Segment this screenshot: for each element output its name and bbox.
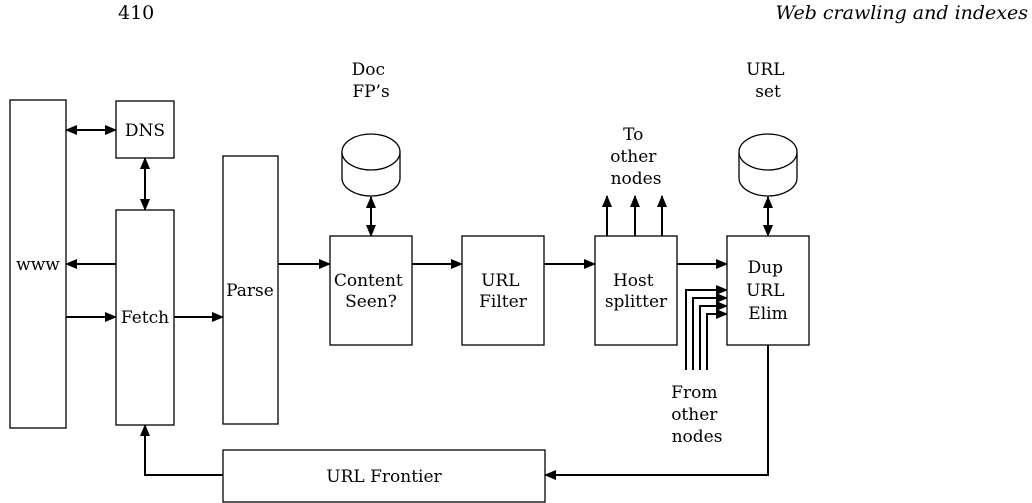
annotation-to-other-nodes: To other nodes: [610, 125, 662, 189]
node-fetch: Fetch: [115, 209, 175, 426]
svg-text:Doc FP’s: Doc FP’s: [352, 60, 391, 102]
node-dup-url-elim: Dup URL Elim: [726, 235, 810, 346]
node-dns: DNS: [115, 100, 175, 159]
annotation-from-other-nodes: From other nodes: [671, 383, 723, 447]
node-host-splitter-line-1: Host: [613, 271, 654, 291]
connectors: [65, 125, 773, 480]
node-content-seen-line-1: Content: [334, 271, 403, 291]
edge-from-other-nodes-4: [706, 309, 728, 370]
node-dup-url-elim-line-1: Dup: [748, 258, 784, 278]
edge-dup-elim-to-frontier: [544, 345, 769, 480]
annotation-to-other-nodes-line-2: other: [610, 147, 657, 167]
node-url-filter-line-2: Filter: [479, 292, 528, 312]
edge-from-other-nodes-3: [699, 301, 728, 370]
node-content-seen-line-2: Seen?: [345, 292, 397, 312]
store-doc-fps-line-2: FP’s: [352, 82, 389, 102]
node-dup-url-elim-line-3: Elim: [748, 304, 787, 324]
store-doc-fps: Doc FP’s: [341, 60, 401, 197]
svg-text:URL Filter: URL Filter: [479, 271, 528, 312]
node-parse: Parse: [222, 155, 279, 425]
store-url-set: URL set: [738, 60, 798, 197]
node-fetch-label: Fetch: [121, 308, 169, 328]
page-number: 410: [118, 2, 155, 24]
node-url-filter-line-1: URL: [481, 271, 519, 291]
annotation-from-other-nodes-line-1: From: [671, 383, 717, 403]
node-host-splitter: Host splitter: [594, 235, 678, 346]
svg-text:Host splitter: Host splitter: [605, 271, 668, 312]
edge-from-other-nodes-1: [685, 285, 728, 370]
svg-text:Content Seen?: Content Seen?: [334, 271, 408, 312]
annotation-from-other-nodes-line-3: nodes: [672, 427, 723, 447]
node-dup-url-elim-line-2: URL: [746, 281, 784, 301]
running-head: Web crawling and indexes: [775, 2, 1028, 24]
node-content-seen: Content Seen?: [329, 235, 413, 346]
edge-from-other-nodes-2: [692, 293, 728, 370]
store-url-set-line-1: URL: [746, 60, 784, 80]
svg-text:URL set: URL set: [746, 60, 790, 102]
annotation-from-other-nodes-line-2: other: [671, 405, 718, 425]
node-url-frontier-label: URL Frontier: [326, 467, 442, 487]
node-host-splitter-line-2: splitter: [605, 292, 668, 312]
svg-text:Dup URL Elim: Dup URL Elim: [746, 258, 790, 324]
node-parse-label: Parse: [226, 281, 274, 301]
node-url-frontier: URL Frontier: [222, 449, 546, 503]
node-www: www: [9, 99, 67, 429]
annotation-to-other-nodes-line-3: nodes: [611, 169, 662, 189]
store-doc-fps-line-1: Doc: [352, 60, 385, 80]
edge-frontier-to-fetch: [140, 424, 223, 476]
node-www-label: www: [16, 255, 60, 275]
node-dns-label: DNS: [125, 121, 165, 141]
annotation-to-other-nodes-line-1: To: [623, 125, 643, 145]
store-url-set-line-2: set: [755, 82, 781, 102]
node-url-filter: URL Filter: [461, 235, 545, 346]
